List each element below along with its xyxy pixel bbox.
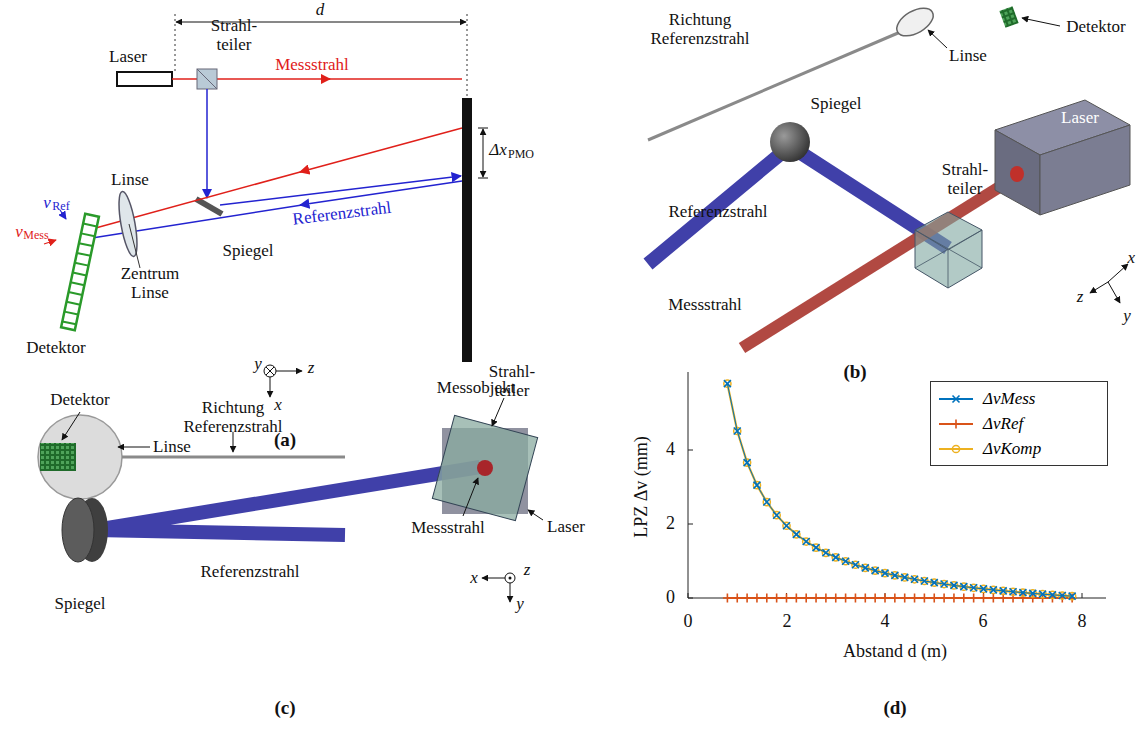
figure-label: y xyxy=(516,595,524,614)
figure-label: Messstrahl xyxy=(668,296,742,315)
figure-label: Laser xyxy=(1061,109,1099,128)
figure-label: 4 xyxy=(881,612,890,632)
figure-label: x xyxy=(274,396,282,415)
figure-label: PMO xyxy=(508,148,534,161)
figure-label: Referenzstrahl xyxy=(668,203,767,222)
figure-label: 0 xyxy=(684,612,693,632)
figure-label: Messstrahl xyxy=(411,519,485,538)
figure-label: v xyxy=(15,223,23,242)
figure-label: (b) xyxy=(843,362,866,383)
figure-label: Strahl- teiler xyxy=(481,363,543,400)
figure-label: Mess xyxy=(23,229,48,242)
figure-label: 6 xyxy=(979,612,988,632)
figure-label: Abstand d (m) xyxy=(843,642,947,662)
figure-label: 0 xyxy=(666,588,675,608)
legend-entry: ΔvRef xyxy=(931,411,1107,436)
figure-label: Ref xyxy=(52,200,69,213)
figure-label: Zentrum Linse xyxy=(114,265,186,302)
figure-label: Messstrahl xyxy=(275,56,349,75)
legend-text: ΔvMess xyxy=(983,389,1035,409)
figure-label: Spiegel xyxy=(811,95,862,114)
figure-label: Richtung Referenzstrahl xyxy=(644,11,756,48)
figure-label: Δx xyxy=(489,141,507,160)
figure-label: (c) xyxy=(274,698,295,719)
legend-entry: ΔvKomp xyxy=(931,436,1107,461)
figure-label: v xyxy=(43,194,51,213)
legend-text: ΔvKomp xyxy=(983,439,1041,459)
figure-label: Strahl- teiler xyxy=(934,161,996,198)
legend-sample xyxy=(931,439,977,459)
legend-text: ΔvRef xyxy=(983,414,1023,434)
figure-label: Spiegel xyxy=(55,595,106,614)
figure-label: Richtung Referenzstrahl xyxy=(177,399,289,436)
figure-label: z xyxy=(524,561,531,580)
figure-label: Detektor xyxy=(26,339,85,358)
figure-label: Detektor xyxy=(50,391,109,410)
figure-label: Detektor xyxy=(1066,18,1125,37)
figure-label: z xyxy=(308,359,315,378)
figure-label: 8 xyxy=(1078,612,1087,632)
figure-label: x xyxy=(1127,249,1135,268)
figure-label: Strahl- teiler xyxy=(203,17,265,54)
figure-label: 2 xyxy=(783,612,792,632)
legend-sample xyxy=(931,389,977,409)
figure-label: Linse xyxy=(153,438,191,457)
figure-label: Referenzstrahl xyxy=(200,563,299,582)
figure-label: z xyxy=(1077,288,1084,307)
legend-sample xyxy=(931,414,977,434)
figure-label: y xyxy=(254,355,262,374)
legend-entry: ΔvMess xyxy=(931,386,1107,411)
figure-label: LPZ Δv (mm) xyxy=(632,436,652,538)
figure-label: 2 xyxy=(666,514,675,534)
figure-label: d xyxy=(316,1,325,20)
figure-label: y xyxy=(1123,307,1131,326)
plot-legend: ΔvMessΔvRefΔvKomp xyxy=(930,381,1108,466)
figure-label: Linse xyxy=(111,171,149,190)
figure-label: Linse xyxy=(949,47,987,66)
figure-label: 4 xyxy=(666,440,675,460)
figure-label: Laser xyxy=(109,48,147,67)
figure-label: x xyxy=(470,569,478,588)
figure-label: (d) xyxy=(883,698,906,719)
figure-label: Laser xyxy=(547,518,585,537)
figure-label: Spiegel xyxy=(223,242,274,261)
